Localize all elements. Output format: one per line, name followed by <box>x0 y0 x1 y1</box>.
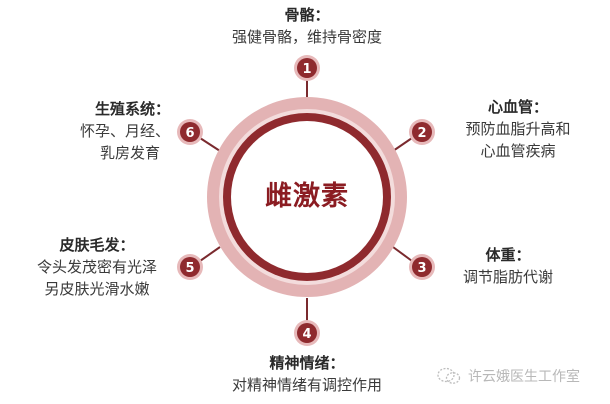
node-title: 精神情绪： <box>269 354 345 372</box>
connector-5 <box>199 246 221 262</box>
node-skin-hair: 皮肤毛发： 令头发茂密有光泽 另皮肤光滑水嫩 <box>22 234 172 300</box>
badge-number-5: 5 <box>185 261 194 276</box>
node-title: 生殖系统： <box>94 100 170 118</box>
badge-6 <box>177 119 203 145</box>
wechat-icon <box>437 367 461 384</box>
node-desc: 心血管疾病 <box>480 142 556 160</box>
connector-3 <box>392 246 413 262</box>
badge-number-2: 2 <box>417 126 426 141</box>
connector-2 <box>392 137 413 152</box>
node-weight: 体重： 调节脂肪代谢 <box>448 244 568 288</box>
badge-number-4: 4 <box>302 327 311 342</box>
center-disc <box>231 121 383 273</box>
node-mood: 精神情绪： 对精神情绪有调控作用 <box>212 352 402 396</box>
node-title: 体重： <box>485 246 531 264</box>
badge-2 <box>409 119 435 145</box>
watermark-text: 许云娥医生工作室 <box>468 369 580 385</box>
node-desc: 另皮肤光滑水嫩 <box>44 280 150 298</box>
node-desc: 调节脂肪代谢 <box>462 268 553 286</box>
connector-lines <box>199 78 413 322</box>
node-title: 皮肤毛发： <box>59 236 135 254</box>
node-title: 骨骼： <box>284 6 330 24</box>
node-desc: 令头发茂密有光泽 <box>36 258 157 276</box>
badge-5 <box>177 254 203 280</box>
badge-number-1: 1 <box>302 62 311 77</box>
node-desc: 怀孕、月经、 <box>79 122 170 140</box>
node-cardiovascular: 心血管： 预防血脂升高和 心血管疾病 <box>448 96 588 162</box>
watermark: 许云娥医生工作室 <box>436 366 580 386</box>
badge-4 <box>294 320 320 346</box>
node-title: 心血管： <box>487 98 548 116</box>
node-bones: 骨骼： 强健骨骼，维持骨密度 <box>207 4 407 48</box>
node-reproductive: 生殖系统： 怀孕、月经、 乳房发育 <box>60 98 170 164</box>
node-desc: 预防血脂升高和 <box>465 120 571 138</box>
center-label: 雌激素 <box>265 181 349 212</box>
badge-number-3: 3 <box>417 261 426 276</box>
node-desc: 对精神情绪有调控作用 <box>231 376 382 394</box>
node-desc: 强健骨骼，维持骨密度 <box>231 28 382 46</box>
badge-3 <box>409 254 435 280</box>
node-desc: 乳房发育 <box>99 144 160 162</box>
connector-6 <box>199 137 221 152</box>
badge-number-6: 6 <box>185 126 194 141</box>
badge-1 <box>294 55 320 81</box>
